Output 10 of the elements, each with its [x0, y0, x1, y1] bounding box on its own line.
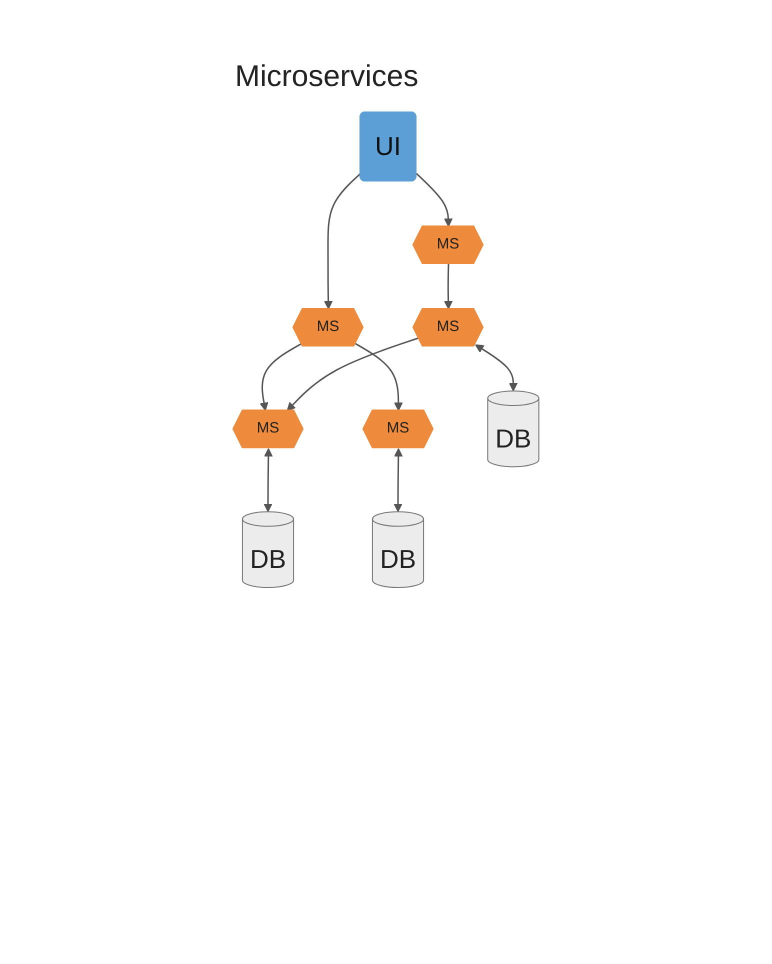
arrow: [416, 173, 453, 227]
arrow: [264, 448, 273, 512]
arrow: [475, 344, 518, 392]
arrow: [394, 448, 403, 512]
arrow: [355, 343, 403, 412]
arrow: [286, 337, 419, 412]
arrow: [444, 264, 453, 310]
arrow: [324, 173, 362, 310]
arrow: [260, 343, 302, 412]
diagram-title: Microservices: [235, 60, 418, 94]
